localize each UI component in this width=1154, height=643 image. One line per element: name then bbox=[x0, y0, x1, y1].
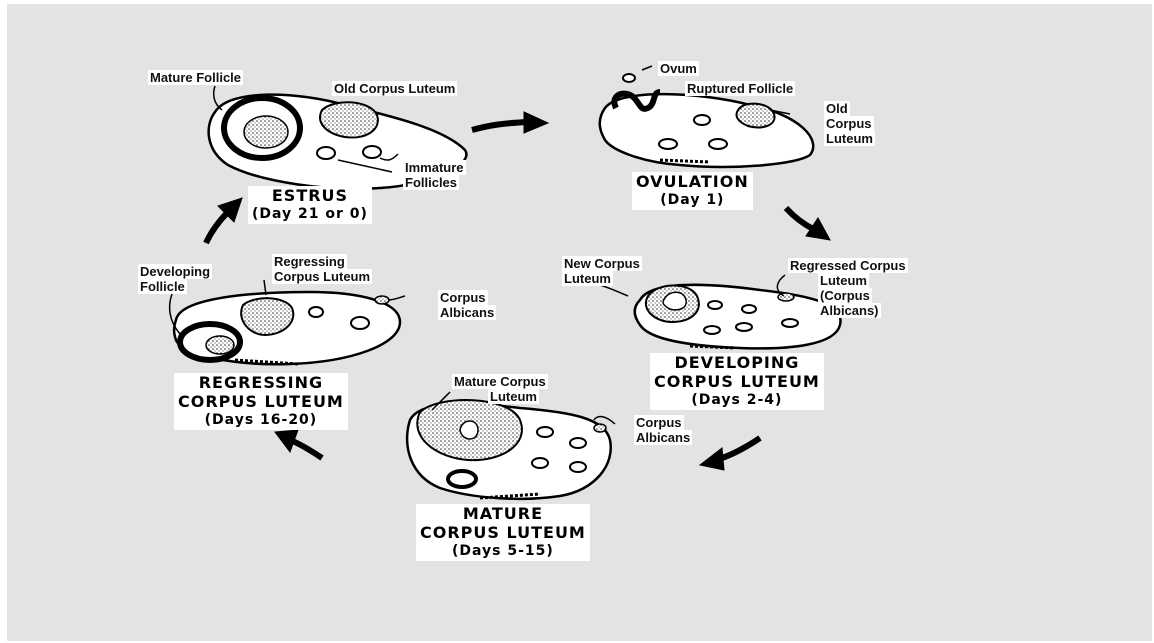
label-immature-follicles-2: Follicles bbox=[403, 175, 459, 190]
stage-developing-title-1: DEVELOPING bbox=[654, 353, 820, 372]
label-new-cl-2: Luteum bbox=[562, 271, 613, 286]
label-developing-follicle-1: Developing bbox=[138, 264, 212, 279]
stage-ovulation-title: OVULATION bbox=[636, 172, 749, 191]
stage-developing: DEVELOPING CORPUS LUTEUM (Days 2-4) bbox=[650, 353, 824, 410]
label-mature-cl-1: Mature Corpus bbox=[452, 374, 548, 389]
ovary-mature bbox=[407, 400, 611, 499]
label-ruptured-follicle: Ruptured Follicle bbox=[685, 81, 795, 96]
arrow-ovulation-to-developing bbox=[786, 208, 830, 240]
stage-developing-title-2: CORPUS LUTEUM bbox=[654, 372, 820, 391]
ovum-shape bbox=[623, 74, 635, 82]
label-ovum: Ovum bbox=[658, 61, 699, 76]
stage-regressing-title-1: REGRESSING bbox=[178, 373, 344, 392]
stage-regressing-days: (Days 16-20) bbox=[178, 411, 344, 430]
stage-regressing: REGRESSING CORPUS LUTEUM (Days 16-20) bbox=[174, 373, 348, 430]
label-developing-follicle-2: Follicle bbox=[138, 279, 187, 294]
label-ca-mature-1: Corpus bbox=[634, 415, 684, 430]
label-regressed-cl-2: Luteum bbox=[818, 273, 869, 288]
label-old-corpus-luteum: Old Corpus Luteum bbox=[332, 81, 457, 96]
label-regressed-cl-1: Regressed Corpus bbox=[788, 258, 908, 273]
arrow-developing-to-mature bbox=[700, 438, 760, 470]
stage-mature-title-1: MATURE bbox=[420, 504, 586, 523]
stage-developing-days: (Days 2-4) bbox=[654, 391, 820, 410]
ovary-developing bbox=[635, 285, 841, 349]
label-ca-regress-1: Corpus bbox=[438, 290, 488, 305]
stage-estrus: ESTRUS (Day 21 or 0) bbox=[248, 186, 372, 224]
stage-ovulation-days: (Day 1) bbox=[636, 191, 749, 210]
stage-estrus-days: (Day 21 or 0) bbox=[252, 205, 368, 224]
label-regressing-cl-2: Corpus Luteum bbox=[272, 269, 372, 284]
label-ca-regress-2: Albicans bbox=[438, 305, 496, 320]
ovary-regressing bbox=[174, 292, 400, 364]
label-old-cl-3: Luteum bbox=[824, 131, 875, 146]
label-mature-follicle: Mature Follicle bbox=[148, 70, 243, 85]
label-immature-follicles-1: Immature bbox=[403, 160, 466, 175]
stage-ovulation: OVULATION (Day 1) bbox=[632, 172, 753, 210]
arrow-estrus-to-ovulation bbox=[472, 112, 548, 133]
arrow-regressing-to-estrus bbox=[206, 198, 242, 243]
stage-mature: MATURE CORPUS LUTEUM (Days 5-15) bbox=[416, 504, 590, 561]
label-regressing-cl-1: Regressing bbox=[272, 254, 347, 269]
label-regressed-cl-3: (Corpus bbox=[818, 288, 872, 303]
label-new-cl-1: New Corpus bbox=[562, 256, 642, 271]
stage-mature-title-2: CORPUS LUTEUM bbox=[420, 523, 586, 542]
label-regressed-cl-4: Albicans) bbox=[818, 303, 881, 318]
label-mature-cl-2: Luteum bbox=[488, 389, 539, 404]
arrow-mature-to-regressing bbox=[275, 430, 322, 458]
label-old-cl-2: Corpus bbox=[824, 116, 874, 131]
regressing-corpus-luteum-shape bbox=[241, 298, 293, 335]
label-old-cl-1: Old bbox=[824, 101, 850, 116]
stage-estrus-title: ESTRUS bbox=[252, 186, 368, 205]
old-corpus-luteum-shape bbox=[320, 102, 378, 137]
stage-regressing-title-2: CORPUS LUTEUM bbox=[178, 392, 344, 411]
label-ca-mature-2: Albicans bbox=[634, 430, 692, 445]
stage-mature-days: (Days 5-15) bbox=[420, 542, 586, 561]
